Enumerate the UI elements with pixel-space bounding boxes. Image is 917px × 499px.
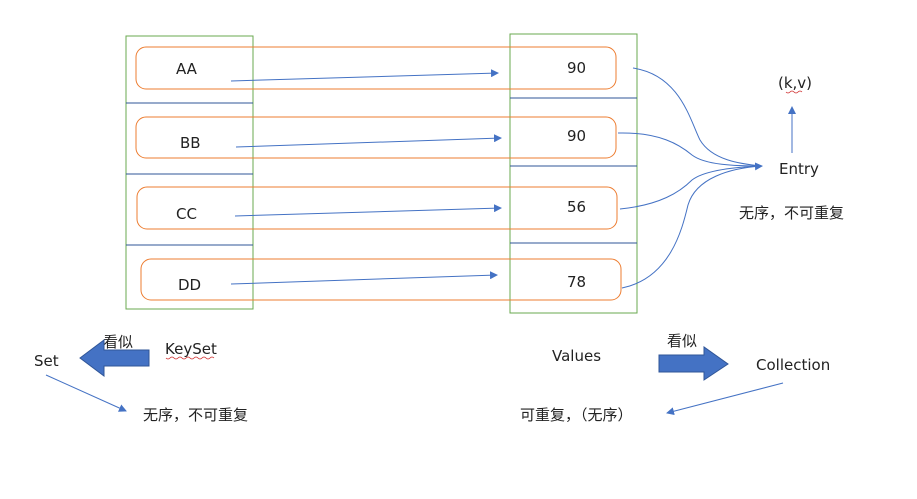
kv-label: (k,v) (778, 74, 812, 92)
key-label-dd: DD (178, 276, 201, 294)
key-value-arrow (230, 69, 499, 82)
looks-like-right: 看似 (667, 332, 697, 350)
kv-squiggle (785, 90, 803, 94)
value-label-aa: 90 (567, 59, 586, 77)
set-desc: 无序，不可重复 (143, 406, 248, 424)
entry-box-dd (140, 258, 622, 301)
entry-box-bb (135, 116, 617, 159)
value-column (509, 33, 638, 314)
key-label-cc: CC (176, 205, 197, 223)
entry-curve (617, 132, 763, 167)
value-label-bb: 90 (567, 127, 586, 145)
entry-label: Entry (779, 160, 819, 178)
block-arrow-left (79, 339, 150, 377)
entry-curve (632, 67, 763, 167)
values-label: Values (552, 347, 601, 365)
key-label-aa: AA (176, 60, 198, 78)
value-label-dd: 78 (567, 273, 586, 291)
entry-curve (621, 162, 763, 289)
key-value-arrow (230, 271, 498, 285)
set-desc-arrow (45, 374, 127, 412)
key-column (125, 35, 254, 310)
entry-desc: 无序，不可重复 (739, 204, 844, 222)
collection-desc-arrow (666, 382, 784, 416)
collection-desc: 可重复，（无序） (520, 406, 633, 424)
entry-box-aa (135, 46, 617, 90)
key-value-arrow (234, 204, 502, 217)
collection-label: Collection (756, 356, 830, 374)
keyset-squiggle (165, 356, 215, 360)
looks-like-left: 看似 (103, 333, 133, 351)
key-value-arrow (235, 134, 502, 148)
key-label-bb: BB (180, 134, 201, 152)
set-label: Set (34, 352, 59, 370)
value-label-cc: 56 (567, 198, 586, 216)
entry-curve (619, 165, 763, 210)
block-arrow-right (658, 346, 729, 381)
entry-box-cc (136, 186, 618, 230)
keyset-label: KeySet (165, 340, 217, 358)
